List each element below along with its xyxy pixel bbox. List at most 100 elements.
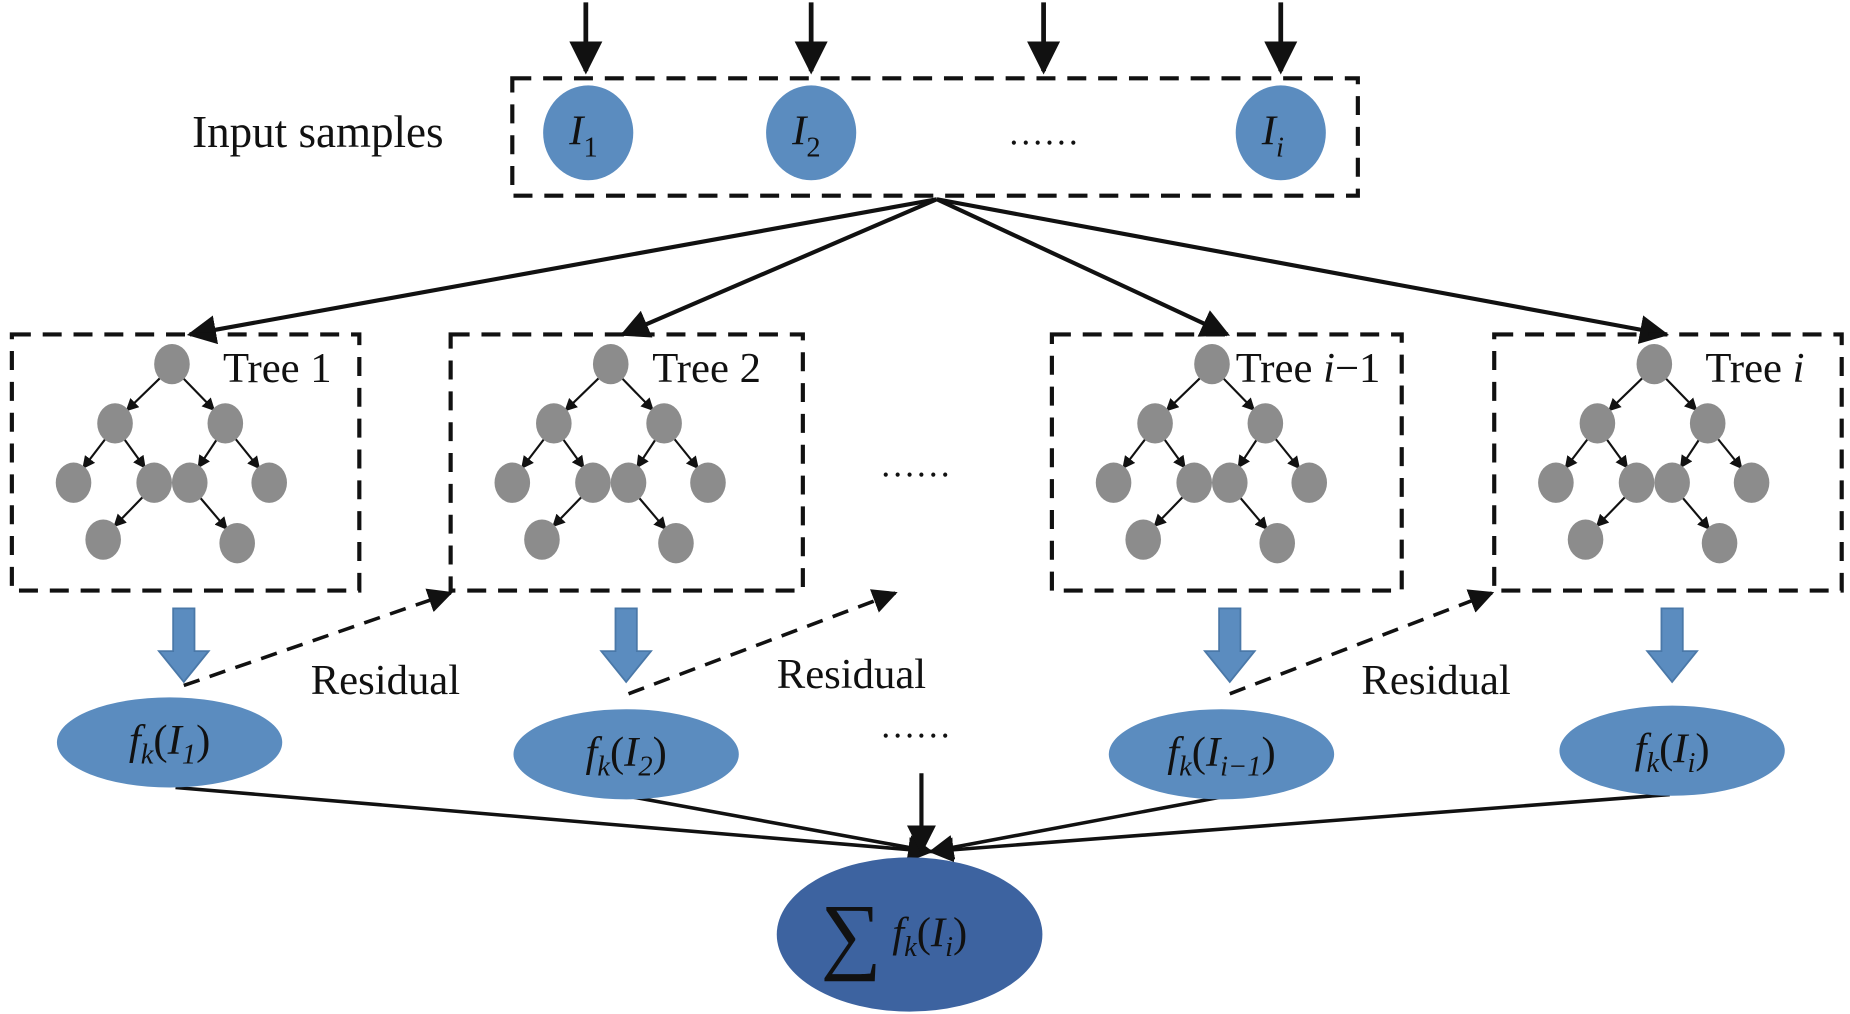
tree-label-prefix: Tree: [652, 345, 739, 392]
tree-edge-arrow: [1595, 494, 1628, 528]
tree-output-node: [1108, 709, 1335, 800]
input-node-label: Ii: [1261, 108, 1284, 164]
tree-node: [1095, 462, 1132, 503]
tree-node: [136, 462, 172, 503]
tree-edge-arrow: [1680, 495, 1711, 531]
tree-node: [1538, 462, 1574, 503]
var-subscript: 1: [182, 740, 196, 771]
tree-edge-arrow: [564, 375, 602, 412]
down-block-arrow: [157, 607, 211, 684]
input-node: [766, 85, 857, 181]
tree-label: Tree i: [1705, 345, 1804, 392]
sigma-symbol: ∑: [821, 888, 882, 982]
close-paren: ): [1695, 726, 1709, 773]
tree-output-node: [1559, 705, 1785, 796]
k-subscript: k: [141, 740, 155, 771]
down-block-arrow: [599, 607, 653, 684]
tree-edge-arrow: [1663, 375, 1698, 412]
var-subscript: i: [1688, 748, 1696, 779]
tree-1: Tree 1: [9, 332, 362, 593]
tree-label: Tree i−1: [1236, 345, 1381, 392]
tree-node: [1259, 523, 1295, 564]
tree-node: [1176, 462, 1212, 503]
tree-edge-arrow: [1679, 437, 1702, 469]
tree-box: [1492, 332, 1844, 593]
input-node-label: I2: [791, 108, 820, 164]
var-symbol: I: [1205, 729, 1222, 776]
tree-output-label: fk(Ii): [1635, 726, 1710, 779]
sum-node: [776, 857, 1043, 1012]
tree-edge-arrow: [619, 375, 654, 412]
tree-node: [1125, 519, 1161, 560]
input-node: [543, 85, 634, 181]
tree-node: [171, 462, 208, 503]
tree-edge-arrow: [180, 375, 216, 412]
tree-edge-arrow: [1237, 437, 1259, 469]
open-paren: (: [917, 909, 931, 956]
tree-node: [55, 462, 92, 503]
tree-edge-arrow: [671, 436, 699, 470]
tree-2: Tree 2: [448, 332, 805, 593]
tree-node: [97, 403, 133, 444]
input-samples-label: Input samples: [192, 107, 443, 157]
tree-node: [658, 523, 694, 564]
var-symbol: I: [623, 729, 640, 776]
tree-edge-arrow: [122, 436, 146, 469]
tree-edge-arrow: [197, 495, 228, 531]
tree-node: [646, 403, 682, 444]
tree-node: [1636, 343, 1673, 385]
open-paren: (: [1659, 726, 1673, 773]
trees-ellipsis: ……: [880, 445, 951, 485]
tree-edge-arrow: [1122, 436, 1148, 470]
tree-node: [690, 462, 726, 503]
tree-edge-arrow: [1153, 494, 1186, 528]
residual-label: Residual: [1361, 657, 1510, 704]
sample-to-tree-arrow: [619, 197, 938, 338]
tree-edge-arrow: [1272, 436, 1301, 470]
output-to-sum-arrow: [175, 785, 934, 863]
outputs-ellipsis: ……: [880, 706, 951, 746]
input-sub: 2: [806, 133, 820, 164]
input-sub: i: [1276, 133, 1284, 164]
tree-node: [251, 462, 287, 503]
tree-label-index: 1: [310, 345, 331, 392]
tree-node: [154, 343, 190, 385]
tree-edge-arrow: [520, 436, 547, 470]
input-var: I: [791, 108, 808, 155]
input-node: [1235, 85, 1326, 181]
tree-edge-arrow: [1237, 495, 1268, 531]
tree-edge-arrow: [552, 494, 585, 528]
tree-label-index: 2: [740, 345, 761, 392]
tree-node: [494, 462, 531, 503]
sample-to-tree-arrow: [936, 197, 1670, 344]
tree-box: [1049, 332, 1404, 593]
tree-4: Tree i: [1492, 332, 1844, 593]
output-to-sum-arrow: [928, 792, 1670, 863]
tree-node: [1689, 403, 1726, 444]
tree-node: [1579, 403, 1616, 444]
tree-edge-arrow: [1604, 436, 1629, 469]
tree-output-label: fk(I1): [129, 717, 210, 770]
tree-edge-arrow: [113, 494, 146, 528]
tree-label-index: i: [1323, 345, 1335, 392]
tree-label-prefix: Tree: [1236, 345, 1323, 392]
tree-node: [1733, 462, 1770, 503]
close-paren: ): [196, 717, 210, 764]
tree-label: Tree 1: [223, 345, 332, 392]
close-paren: ): [953, 909, 967, 956]
tree-node: [219, 523, 255, 564]
tree-output-node: [56, 697, 283, 788]
tree-node: [1567, 519, 1604, 560]
tree-label-prefix: Tree: [223, 345, 310, 392]
tree-edge-arrow: [1165, 375, 1203, 412]
tree-edge-arrow: [125, 375, 163, 412]
k-subscript: k: [904, 932, 918, 963]
tree-node: [524, 519, 560, 560]
sum-label: ∑ fk(Ii): [821, 888, 968, 982]
open-paren: (: [1192, 729, 1206, 776]
tree-node: [1137, 403, 1173, 444]
tree-box: [9, 332, 362, 593]
tree-node: [207, 403, 244, 444]
tree-edge-arrow: [82, 436, 108, 470]
